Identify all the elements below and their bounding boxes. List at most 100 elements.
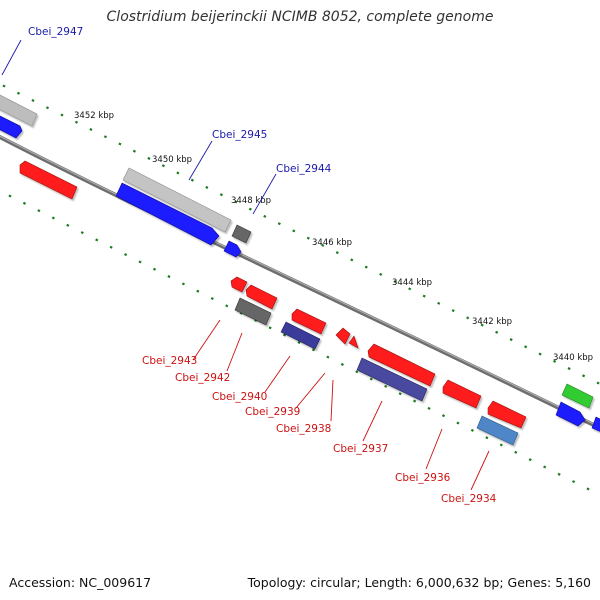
- tick-dot: [161, 164, 165, 168]
- tick-dot: [196, 289, 200, 293]
- tick-dot: [311, 348, 316, 352]
- tick-dot: [234, 200, 238, 204]
- tick-dot: [398, 392, 402, 396]
- tick-dot: [16, 91, 21, 95]
- leader-line: [1, 39, 22, 76]
- tick-dot: [292, 229, 296, 233]
- leader-line: [226, 332, 243, 372]
- tick-dot: [219, 193, 223, 197]
- tick-label: 3452 kbp: [74, 111, 114, 121]
- tick-dot: [514, 450, 518, 454]
- tick-dot: [485, 436, 489, 440]
- gene-cbei-2944[interactable]: [231, 224, 252, 244]
- tick-dot: [210, 297, 214, 301]
- tick-dot: [437, 301, 441, 305]
- tick-dot: [95, 238, 99, 242]
- gene-cbei-2945[interactable]: [122, 167, 232, 233]
- tick-dot: [470, 428, 474, 432]
- tick-dot: [495, 330, 499, 334]
- tick-dot: [422, 294, 426, 298]
- tick-label: 3440 kbp: [553, 353, 593, 363]
- gene-cbei-2939[interactable]: [335, 327, 351, 345]
- gene-cbei-2934[interactable]: [476, 415, 519, 446]
- genome-backbone: [0, 134, 600, 431]
- tick-dot: [369, 377, 373, 381]
- gene-cbei-2940[interactable]: [280, 321, 321, 350]
- tick-dot: [340, 362, 344, 366]
- tick-dot: [8, 194, 12, 198]
- gene-cbei-2937[interactable]: [356, 357, 428, 402]
- gene-label-cbei-2943: Cbei_2943: [142, 355, 197, 367]
- gene-cbei-2936[interactable]: [442, 379, 482, 409]
- gene-red-left[interactable]: [19, 160, 78, 200]
- tick-dot: [557, 472, 561, 476]
- gene-label-cbei-2939: Cbei_2939: [245, 406, 300, 418]
- tick-dot: [89, 127, 93, 131]
- tick-dot: [596, 381, 600, 385]
- tick-dot: [480, 323, 484, 327]
- tick-dot: [364, 265, 368, 269]
- tick-dot: [74, 120, 79, 124]
- tick-dot: [2, 84, 6, 88]
- leader-line: [188, 140, 213, 181]
- page-title: Clostridium beijerinckii NCIMB 8052, com…: [106, 9, 494, 25]
- tick-dot: [306, 236, 310, 240]
- tick-label: 3448 kbp: [231, 196, 271, 206]
- tick-dot: [466, 316, 470, 320]
- gene-cbei-2943[interactable]: [230, 276, 248, 293]
- tick-dot: [441, 414, 446, 418]
- leader-line: [362, 400, 383, 442]
- tick-dot: [205, 185, 209, 189]
- genome-backbone-highlight: [0, 135, 600, 428]
- gene-blue-left[interactable]: [0, 113, 23, 139]
- tick-dot: [254, 318, 258, 323]
- tick-dot: [571, 480, 576, 484]
- tick-dot: [147, 156, 151, 160]
- tick-dot: [413, 399, 417, 403]
- gene-blue-right[interactable]: [555, 401, 586, 427]
- gene-green[interactable]: [561, 383, 594, 409]
- gene-red-2[interactable]: [245, 284, 278, 310]
- tick-dot: [384, 384, 388, 388]
- tick-dot: [51, 216, 55, 220]
- tick-dot: [538, 352, 542, 356]
- tick-dot: [124, 253, 128, 257]
- tick-dot: [66, 223, 70, 227]
- leader-line: [425, 428, 443, 470]
- accession-text: Accession: NC_009617: [9, 575, 152, 590]
- gene-label-cbei-2937: Cbei_2937: [333, 443, 388, 455]
- tick-dot: [268, 326, 272, 330]
- tick-dot: [586, 487, 590, 491]
- gene-label-cbei-2942: Cbei_2942: [175, 372, 230, 384]
- gene-cbei-2947[interactable]: [0, 92, 38, 127]
- tick-dot: [499, 443, 503, 447]
- tick-dot: [109, 245, 113, 249]
- gene-red-5[interactable]: [487, 400, 527, 429]
- gene-blue-edge[interactable]: [591, 416, 600, 434]
- gene-blue-small[interactable]: [223, 240, 242, 258]
- gene-blue-long[interactable]: [115, 182, 220, 246]
- tick-dot: [326, 355, 330, 359]
- tick-dot: [31, 98, 35, 103]
- tick-label: 3442 kbp: [472, 317, 512, 327]
- tick-dot: [22, 201, 27, 205]
- tick-dot: [524, 345, 528, 349]
- tick-dot: [393, 280, 397, 284]
- tick-dot: [567, 367, 571, 371]
- tick-dot: [37, 209, 41, 213]
- tick-dot: [528, 458, 532, 462]
- tick-dot: [379, 272, 383, 276]
- gene-red-3[interactable]: [291, 308, 327, 335]
- tick-dot: [282, 333, 287, 337]
- tick-dot: [103, 135, 107, 139]
- gene-red-4[interactable]: [367, 343, 436, 387]
- tick-dot: [132, 149, 136, 153]
- tick-dot: [335, 251, 339, 255]
- tick-label: 3444 kbp: [392, 278, 432, 288]
- leader-line: [330, 379, 334, 422]
- gene-cbei-2942[interactable]: [234, 297, 272, 326]
- tick-dot: [427, 406, 431, 410]
- gene-label-cbei-2945: Cbei_2945: [212, 129, 267, 141]
- gene-cbei-2938[interactable]: [348, 335, 359, 349]
